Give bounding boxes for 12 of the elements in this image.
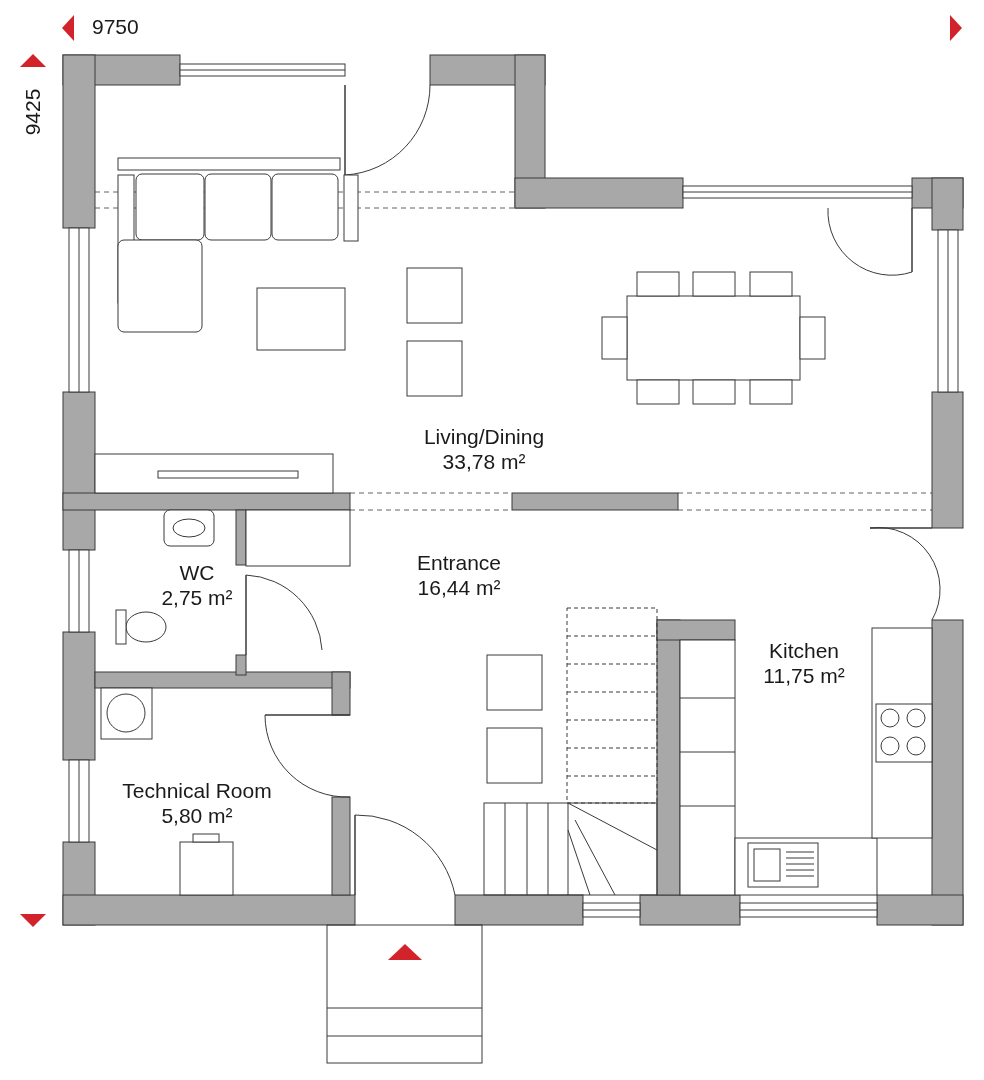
room-area: 11,75 m² bbox=[763, 663, 845, 688]
room-area: 5,80 m² bbox=[161, 803, 233, 828]
dimension-text: 9750 bbox=[92, 15, 139, 39]
room-name: Entrance bbox=[416, 550, 502, 575]
room-name: WC bbox=[179, 560, 215, 585]
room-name: Technical Room bbox=[122, 778, 272, 803]
room-area: 16,44 m² bbox=[417, 575, 501, 600]
room-area: 2,75 m² bbox=[161, 585, 233, 610]
room-area: 33,78 m² bbox=[442, 449, 526, 474]
room-name: Kitchen bbox=[768, 638, 839, 663]
room-name: Living/Dining bbox=[423, 424, 545, 449]
dimension-text: 9425 bbox=[21, 88, 46, 136]
